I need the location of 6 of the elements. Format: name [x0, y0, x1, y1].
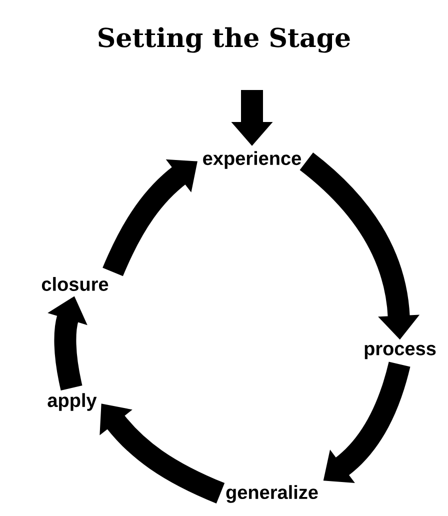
step-label: process	[364, 344, 436, 360]
step-label: experience	[203, 151, 301, 169]
step-label: apply	[48, 393, 97, 411]
step-label: closure	[42, 277, 108, 291]
title: Setting the Stage	[98, 27, 350, 53]
step-label: generalize	[226, 485, 318, 503]
